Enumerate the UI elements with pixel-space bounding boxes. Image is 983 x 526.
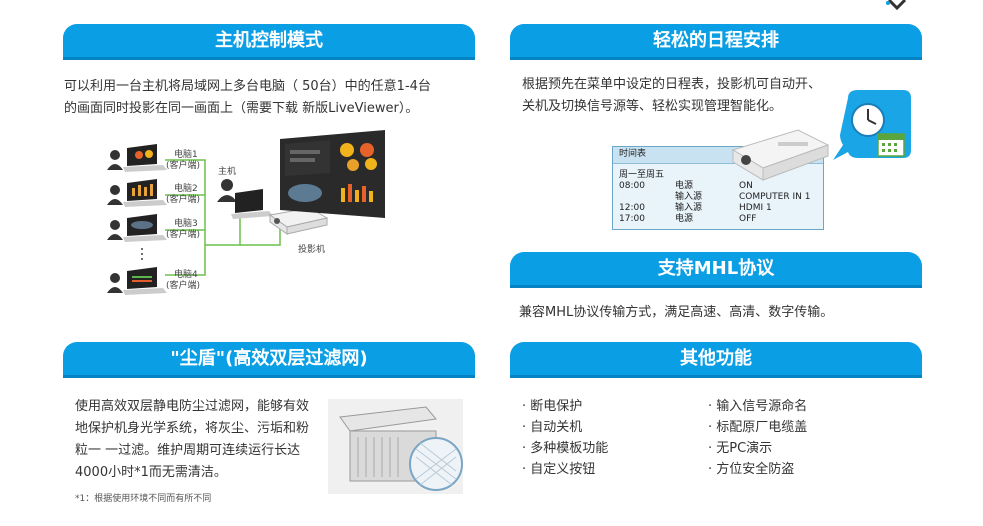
feature-item: · 标配原厂电缆盖 — [708, 420, 808, 435]
client-pc-1-name: 电脑1 — [174, 150, 198, 160]
client-pc-3-name: 电脑3 — [174, 219, 198, 229]
filter-mesh-closeup-icon — [409, 437, 463, 491]
clock-icon — [851, 103, 885, 137]
schedule-row: 输入源 COMPUTER IN 1 — [619, 192, 810, 202]
schedule-header: 轻松的日程安排 — [510, 24, 922, 57]
corner-ornament-icon — [886, 0, 907, 10]
projector-label: 投影机 — [298, 245, 326, 255]
more-clients-dots-icon — [141, 248, 143, 260]
schedule-value: OFF — [739, 214, 757, 224]
filter-photo — [328, 399, 463, 494]
schedule-row: 17:00 电源 OFF — [619, 214, 756, 224]
client-pc-3-sub: (客户端) — [166, 230, 201, 240]
host-text-line1: 可以利用一台主机将局域网上多台电脑（ 50台）中的任意1-4台 — [64, 79, 431, 94]
host-mode-description: 可以利用一台主机将局域网上多台电脑（ 50台）中的任意1-4台 的画面同时投影在… — [64, 76, 484, 120]
client-pc-2-icon — [107, 179, 167, 207]
schedule-value: COMPUTER IN 1 — [739, 192, 811, 202]
other-features-col1: · 断电保护 · 自动关机 · 多种模板功能 · 自定义按钮 — [522, 396, 608, 480]
client-pc-2-label: 电脑2 (客户端) — [166, 184, 200, 206]
client-pc-1-sub: (客户端) — [166, 161, 201, 171]
schedule-value: ON — [739, 181, 753, 191]
host-mode-title: 主机控制模式 — [215, 30, 323, 51]
client-pc-2-sub: (客户端) — [166, 195, 201, 205]
filter-description: 使用高效双层静电防尘过滤网，能够有效 地保护机身光学系统，将灰尘、污垢和粉 粒一… — [75, 396, 320, 484]
feature-item: · 断电保护 — [522, 399, 583, 414]
filter-text-line4: 4000小时*1而无需清洁。 — [75, 465, 227, 480]
feature-item: · 自动关机 — [522, 420, 583, 435]
schedule-row: 08:00 电源 ON — [619, 181, 753, 191]
projector-photo-icon — [731, 129, 830, 181]
schedule-row: 12:00 输入源 HDMI 1 — [619, 203, 772, 213]
host-mode-header: 主机控制模式 — [63, 24, 475, 57]
mhl-header: 支持MHL协议 — [510, 252, 922, 285]
client-pc-3-icon — [107, 214, 167, 242]
client-pc-4-name: 电脑4 — [174, 270, 198, 280]
schedule-value: HDMI 1 — [739, 203, 772, 213]
filter-footnote: *1：根据使用环境不同而有所不同 — [75, 494, 212, 504]
schedule-item: 电源 — [675, 181, 694, 191]
other-features-col2: · 输入信号源命名 · 标配原厂电缆盖 · 无PC演示 · 方位安全防盗 — [708, 396, 807, 480]
projection-screen-icon — [280, 130, 385, 218]
schedule-time: 08:00 — [619, 181, 645, 191]
feature-item: · 方位安全防盗 — [708, 462, 795, 477]
schedule-text-line2: 关机及切换信号源等、轻松实现管理智能化。 — [522, 99, 783, 114]
schedule-time: 12:00 — [619, 203, 645, 213]
schedule-illustration — [731, 90, 911, 181]
schedule-title: 轻松的日程安排 — [653, 30, 779, 51]
schedule-item: 输入源 — [675, 203, 703, 213]
filter-text-line3: 粒一 一过滤。维护周期可连续运行长达 — [75, 443, 301, 458]
filter-title: "尘盾"(高效双层过滤网) — [170, 348, 368, 369]
schedule-days: 周一至周五 — [619, 170, 665, 180]
projector-icon — [268, 207, 329, 235]
schedule-item: 电源 — [675, 214, 694, 224]
mhl-description: 兼容MHL协议传输方式，满足高速、高清、数字传输。 — [519, 305, 834, 320]
client-pc-4-icon — [107, 267, 167, 295]
schedule-time: 17:00 — [619, 214, 645, 224]
filter-header: "尘盾"(高效双层过滤网) — [63, 342, 475, 375]
client-pc-2-name: 电脑2 — [174, 184, 198, 194]
client-pc-1-label: 电脑1 (客户端) — [166, 150, 200, 172]
feature-item: · 输入信号源命名 — [708, 399, 808, 414]
client-pc-4-label: 电脑4 (客户端) — [166, 270, 200, 292]
calendar-icon — [877, 133, 905, 157]
schedule-text-line1: 根据预先在菜单中设定的日程表，投影机可自动开、 — [522, 77, 822, 92]
host-pc-icon — [217, 179, 273, 219]
network-diagram — [107, 130, 385, 295]
filter-text-line2: 地保护机身光学系统，将灰尘、污垢和粉 — [75, 421, 310, 436]
mhl-title: 支持MHL协议 — [657, 258, 775, 279]
other-header: 其他功能 — [510, 342, 922, 375]
schedule-description: 根据预先在菜单中设定的日程表，投影机可自动开、 关机及切换信号源等、轻松实现管理… — [522, 74, 852, 118]
client-pc-4-sub: (客户端) — [166, 281, 201, 291]
other-title: 其他功能 — [680, 348, 752, 369]
filter-text-line1: 使用高效双层静电防尘过滤网，能够有效 — [75, 399, 310, 414]
feature-item: · 无PC演示 — [708, 441, 773, 456]
schedule-item: 输入源 — [675, 192, 703, 202]
feature-item: · 自定义按钮 — [522, 462, 596, 477]
client-pc-3-label: 电脑3 (客户端) — [166, 219, 200, 241]
client-pc-1-icon — [107, 144, 167, 172]
host-text-line2: 的画面同时投影在同一画面上（需要下载 新版LiveViewer）。 — [64, 101, 419, 116]
host-label: 主机 — [218, 167, 237, 177]
feature-item: · 多种模板功能 — [522, 441, 609, 456]
